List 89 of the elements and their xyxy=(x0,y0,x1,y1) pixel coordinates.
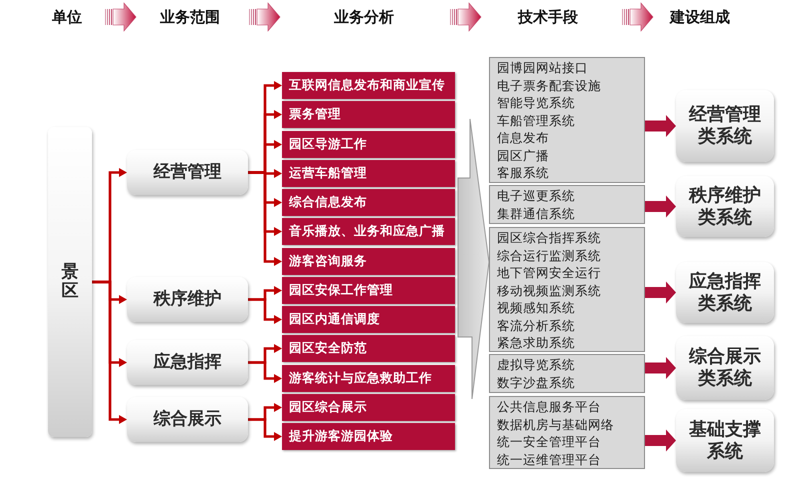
technology-item: 统一运维管理平台 xyxy=(497,450,601,468)
technology-list-box xyxy=(489,185,645,224)
scenic-area-box xyxy=(48,127,92,437)
column-heading: 单位 xyxy=(52,7,82,27)
task-label: 园区安保工作管理 xyxy=(289,284,393,297)
technology-item: 统一安全管理平台 xyxy=(497,433,601,450)
business-task-box xyxy=(282,72,455,99)
connector-arrow xyxy=(248,361,282,383)
block-arrow xyxy=(645,430,676,452)
connector-arrow xyxy=(248,418,282,441)
business-task-box xyxy=(282,131,455,158)
task-label: 提升游客游园体验 xyxy=(289,430,393,443)
system-category-label: 经营管理类系统 xyxy=(688,104,762,148)
scope-label: 经营管理 xyxy=(154,160,222,184)
system-category-box xyxy=(676,262,774,323)
task-label: 运营车船管理 xyxy=(289,167,367,180)
block-arrow xyxy=(645,282,676,304)
business-task-box xyxy=(282,248,455,275)
business-task-box xyxy=(282,365,455,392)
scope-label: 综合展示 xyxy=(154,408,222,431)
technology-item: 信息发布 xyxy=(497,129,549,146)
technology-item: 虚拟导览系统 xyxy=(497,356,575,374)
business-task-box xyxy=(282,189,455,216)
task-label: 票务管理 xyxy=(289,108,341,121)
area-label: 景区 xyxy=(62,263,78,301)
business-scope-box xyxy=(127,150,248,195)
technology-item: 车船管理系统 xyxy=(497,112,575,129)
connector-arrow xyxy=(248,171,282,266)
task-label: 游客咨询服务 xyxy=(289,255,367,268)
task-label: 园区导游工作 xyxy=(289,138,367,151)
technology-item: 电子票务配套设施 xyxy=(497,76,601,94)
business-task-box xyxy=(282,218,455,245)
system-category-label: 基础支撑系统 xyxy=(688,418,762,462)
technology-list-box xyxy=(489,57,645,183)
column-heading: 业务分析 xyxy=(334,7,394,27)
column-heading: 技术手段 xyxy=(518,7,578,27)
business-task-box xyxy=(282,335,455,362)
system-category-label: 综合展示类系统 xyxy=(688,346,762,390)
system-category-box xyxy=(676,176,774,237)
scope-label: 应急指挥 xyxy=(154,350,222,374)
task-label: 音乐播放、业务和应急广播 xyxy=(289,225,445,238)
task-label: 园区内通信调度 xyxy=(289,313,380,326)
task-label: 综合信息发布 xyxy=(289,196,367,209)
column-heading: 建设组成 xyxy=(670,7,730,27)
business-task-box xyxy=(282,394,455,421)
business-scope-box xyxy=(127,277,248,322)
block-arrow xyxy=(645,115,676,137)
connector-arrow xyxy=(248,298,282,324)
technology-item: 园博园网站接口 xyxy=(497,59,588,76)
business-task-box xyxy=(282,101,455,128)
system-category-box xyxy=(676,336,774,400)
technology-item: 园区广播 xyxy=(497,146,549,164)
technology-list-box xyxy=(489,227,645,352)
task-label: 园区安全防范 xyxy=(289,342,367,355)
business-scope-box xyxy=(127,397,248,442)
technology-item: 智能导览系统 xyxy=(497,94,575,112)
business-task-box xyxy=(282,306,455,333)
system-category-label: 秩序维护类系统 xyxy=(688,184,762,228)
business-task-box xyxy=(282,160,455,187)
block-arrow xyxy=(645,357,676,379)
technology-item: 数字沙盘系统 xyxy=(497,374,575,391)
business-task-box xyxy=(282,423,455,450)
system-category-box xyxy=(676,409,774,472)
scope-label: 秩序维护 xyxy=(154,288,222,311)
technology-item: 数据机房与基础网络 xyxy=(497,416,614,433)
technology-item: 电子巡更系统 xyxy=(497,187,575,204)
technology-item: 综合运行监测系统 xyxy=(497,246,601,264)
task-label: 游客统计与应急救助工作 xyxy=(289,372,432,385)
system-category-label: 应急指挥类系统 xyxy=(688,270,762,314)
technology-item: 园区综合指挥系统 xyxy=(497,229,601,246)
funnel-arrow xyxy=(458,118,490,400)
technology-item: 紧急求助系统 xyxy=(497,334,575,352)
task-label: 互联网信息发布和商业宣传 xyxy=(289,79,445,92)
system-category-box xyxy=(676,90,774,162)
technology-list-box xyxy=(489,354,645,393)
business-task-box xyxy=(282,277,455,304)
connector-arrow xyxy=(92,280,127,424)
technology-item: 集群通信系统 xyxy=(497,204,575,222)
technology-item: 地下管网安全运行 xyxy=(497,264,601,282)
business-scope-box xyxy=(127,340,248,385)
block-arrow xyxy=(645,196,676,218)
technology-item: 客流分析系统 xyxy=(497,316,575,334)
column-heading: 业务范围 xyxy=(160,7,220,27)
technology-item: 移动视频监测系统 xyxy=(497,282,601,299)
task-label: 园区综合展示 xyxy=(289,401,367,414)
technology-item: 客服系统 xyxy=(497,164,549,182)
technology-list-box xyxy=(489,396,645,469)
technology-item: 视频感知系统 xyxy=(497,299,575,316)
technology-item: 公共信息服务平台 xyxy=(497,398,601,416)
